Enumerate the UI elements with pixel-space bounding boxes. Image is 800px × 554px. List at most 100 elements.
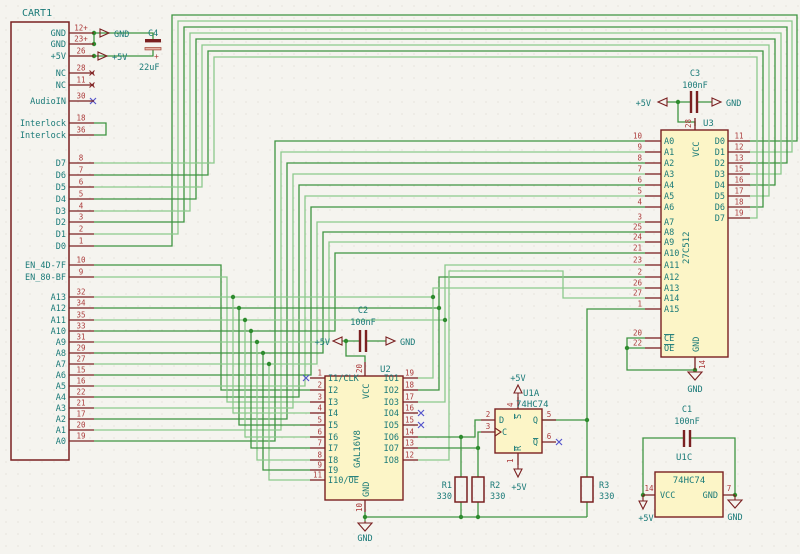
r1-reference[interactable]: R1 [442, 481, 452, 491]
wire-c1-power[interactable] [642, 437, 736, 495]
u1a-set-p5v-icon[interactable] [513, 383, 523, 397]
u1c-value[interactable]: 74HC74 [673, 476, 706, 486]
wire-a0[interactable] [94, 140, 645, 442]
r3-resistor-body[interactable] [580, 476, 594, 503]
pin-name: EN_80-BF [25, 273, 66, 283]
c3-reference[interactable]: C3 [690, 69, 700, 79]
c3-value[interactable]: 100nF [682, 81, 708, 91]
wire-a15-q[interactable] [542, 308, 645, 517]
wire-a13[interactable] [94, 287, 645, 414]
r3-value[interactable]: 330 [599, 492, 614, 502]
u3-eprom-body[interactable] [660, 129, 729, 358]
c1-value[interactable]: 100nF [674, 417, 700, 427]
cart1-reference[interactable]: CART1 [22, 8, 52, 19]
u3-gnd-icon[interactable] [686, 371, 704, 381]
r2-reference[interactable]: R2 [490, 481, 500, 491]
c1-capacitor[interactable] [682, 430, 692, 447]
u3-reference[interactable]: U3 [703, 119, 714, 129]
wire-a8[interactable] [94, 231, 645, 471]
power-symbols[interactable] [97, 28, 744, 532]
pin-name: A13 [51, 293, 66, 303]
pin-name: NC [56, 81, 66, 91]
c4-value[interactable]: 22uF [139, 63, 159, 73]
p5v-arrow-icon[interactable] [97, 51, 109, 61]
pin-name: A14 [664, 294, 679, 304]
pin-number: 18 [405, 381, 415, 390]
cart1-connector-body[interactable] [10, 21, 70, 461]
wire-a10[interactable] [94, 252, 645, 449]
wire-d7[interactable] [94, 56, 758, 219]
u1c-gnd-icon[interactable] [726, 495, 744, 509]
wire-en4d7f[interactable] [94, 264, 310, 391]
pin-number: 19 [76, 432, 85, 441]
gnd-label: GND [357, 534, 372, 544]
c2-capacitor[interactable] [358, 330, 368, 352]
c4-reference[interactable]: C4 [148, 29, 158, 39]
wire-a6[interactable] [94, 206, 645, 376]
pin-number: 11 [313, 471, 322, 480]
u1a-reset-p5v-icon[interactable] [513, 465, 523, 479]
u1c-reference[interactable]: U1C [676, 453, 692, 463]
wire-d4[interactable] [94, 38, 776, 200]
wires[interactable] [93, 14, 798, 521]
pin-name: I10/OE [328, 476, 359, 486]
pin-name: VCC [660, 491, 675, 501]
wire-d0[interactable] [94, 14, 798, 247]
pin-name: GND [51, 40, 66, 50]
pin-name: A1 [56, 426, 66, 436]
pin-name: CE [664, 334, 674, 344]
wire-d6[interactable] [94, 50, 764, 208]
u1a-reference[interactable]: U1A [523, 389, 540, 399]
wire-a7[interactable] [94, 221, 645, 481]
u2-value[interactable]: GAL16V8 [353, 430, 363, 468]
c2-value[interactable]: 100nF [350, 318, 376, 328]
wire-a14[interactable] [418, 270, 645, 461]
pin-name: D5 [715, 192, 725, 202]
pin-number: 7 [317, 439, 322, 448]
r2-resistor-body[interactable] [471, 476, 485, 503]
c4-capacitor[interactable] [144, 39, 162, 51]
r2-value[interactable]: 330 [490, 492, 505, 502]
wire-interlock[interactable] [94, 122, 107, 136]
wire-io6-d[interactable] [418, 419, 481, 517]
u1c-p5v-icon[interactable] [638, 495, 648, 511]
wire-d1[interactable] [94, 20, 793, 235]
r3-reference[interactable]: R3 [599, 481, 609, 491]
c3-power-arrows-icon[interactable] [656, 97, 723, 107]
wire-a1[interactable] [94, 151, 645, 431]
pin-number: 6 [317, 428, 322, 437]
wire-a11[interactable] [94, 264, 645, 438]
fixed-pin-stubs[interactable] [364, 118, 735, 512]
wire-d3[interactable] [94, 32, 782, 212]
wire-a3[interactable] [94, 173, 645, 409]
wire-a4[interactable] [94, 184, 645, 398]
pin-name: R [514, 445, 524, 451]
u2-gal-body[interactable] [324, 375, 404, 501]
u2-gnd-icon[interactable] [356, 521, 374, 532]
u1a-value[interactable]: 74HC74 [516, 400, 549, 410]
wire-d5[interactable] [94, 44, 770, 197]
pin-name: IO7 [384, 444, 399, 454]
u3-value[interactable]: 27C512 [682, 231, 692, 264]
wire-en80bf[interactable] [94, 276, 310, 403]
pin-number: 9 [637, 143, 642, 152]
wire-a5[interactable] [94, 195, 645, 387]
wire-a12[interactable] [94, 276, 645, 426]
c2-power-arrows-icon[interactable] [331, 336, 397, 346]
r1-value[interactable]: 330 [437, 492, 452, 502]
r1-resistor-body[interactable] [454, 476, 468, 503]
wire-io7-clk[interactable] [418, 431, 481, 517]
wire-c2-power[interactable] [342, 340, 386, 362]
c3-capacitor[interactable] [689, 91, 699, 113]
pin-name: IO8 [384, 456, 399, 466]
pin-name: I1/CLK [328, 374, 360, 384]
u2-reference[interactable]: U2 [380, 365, 391, 375]
wire-a2[interactable] [94, 162, 645, 420]
gnd-arrow-icon[interactable] [99, 28, 111, 38]
wire-a9[interactable] [94, 241, 645, 461]
gnd-label: GND [400, 338, 415, 348]
pin-name: D1 [715, 148, 725, 158]
c2-reference[interactable]: C2 [358, 306, 368, 316]
c1-reference[interactable]: C1 [682, 405, 692, 415]
